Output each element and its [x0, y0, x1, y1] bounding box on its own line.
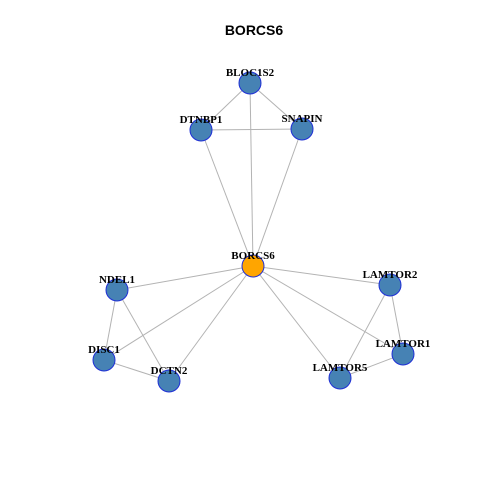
graph-title: BORCS6 [225, 22, 284, 38]
edge-borcs6-dctn2 [168, 265, 254, 382]
node-lamtor2 [378, 273, 402, 297]
edge-lamtor2-lamtor1 [389, 284, 404, 355]
edge-borcs6-lamtor5 [252, 265, 341, 379]
node-label-lamtor2: LAMTOR2 [363, 269, 418, 281]
node-label-ndel1: NDEL1 [99, 274, 135, 286]
node-label-snapin: SNAPIN [282, 113, 323, 125]
edge-borcs6-ndel1 [116, 265, 254, 291]
edge-layer [103, 82, 404, 382]
node-borcs6 [241, 254, 265, 278]
node-label-lamtor5: LAMTOR5 [313, 362, 368, 374]
node-dctn2 [157, 369, 181, 393]
edge-ndel1-disc1 [103, 289, 118, 361]
node-snapin [290, 117, 314, 141]
node-label-dtnbp1: DTNBP1 [180, 114, 223, 126]
edge-ndel1-dctn2 [116, 289, 170, 382]
node-label-lamtor1: LAMTOR1 [376, 338, 431, 350]
edge-lamtor2-lamtor5 [339, 284, 391, 379]
edge-borcs6-bloc1s2 [249, 82, 254, 267]
node-label-borcs6: BORCS6 [231, 250, 275, 262]
node-label-disc1: DISC1 [88, 344, 120, 356]
node-lamtor1 [391, 342, 415, 366]
node-dtnbp1 [189, 118, 213, 142]
edge-dtnbp1-snapin [200, 128, 303, 131]
node-ndel1 [105, 278, 129, 302]
edge-borcs6-lamtor2 [252, 265, 391, 286]
edge-bloc1s2-snapin [249, 82, 303, 130]
node-label-bloc1s2: BLOC1S2 [226, 67, 275, 79]
node-bloc1s2 [238, 71, 262, 95]
edge-borcs6-disc1 [103, 265, 254, 361]
node-lamtor5 [328, 366, 352, 390]
edge-borcs6-lamtor1 [252, 265, 404, 355]
node-label-dctn2: DCTN2 [151, 365, 188, 377]
node-disc1 [92, 348, 116, 372]
edge-borcs6-snapin [252, 128, 303, 267]
edge-borcs6-dtnbp1 [200, 129, 254, 267]
node-layer [92, 71, 415, 393]
